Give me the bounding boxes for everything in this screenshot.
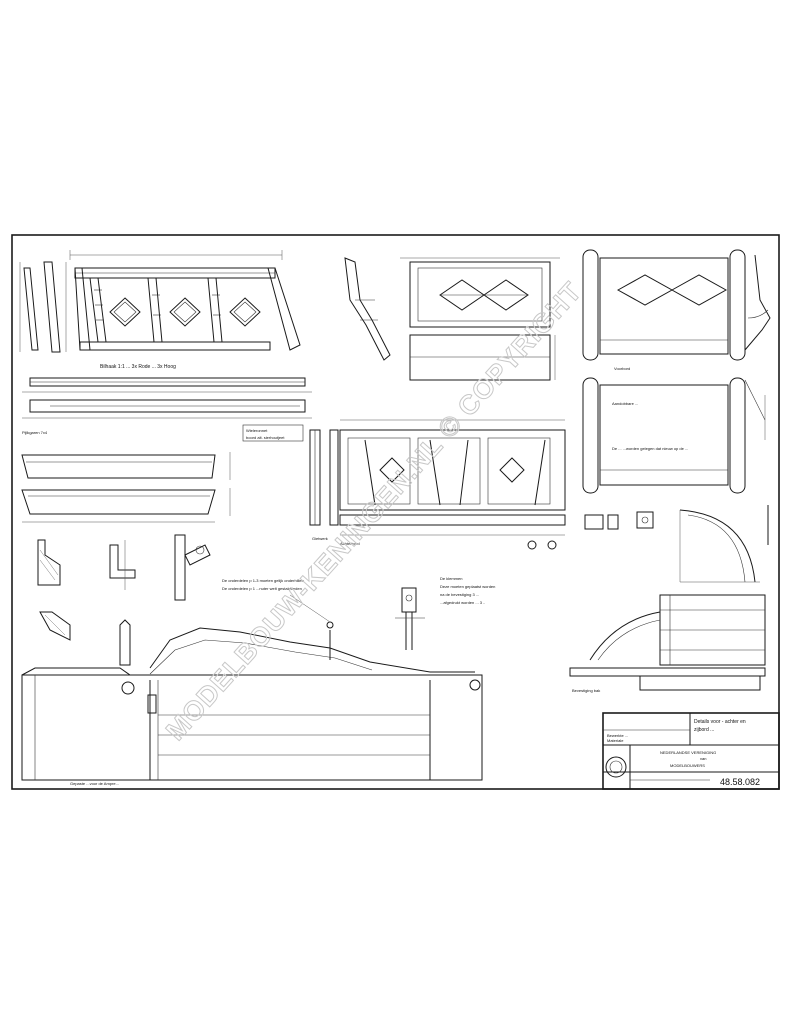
assembly-notes: De onderdelen p 1-3 moeten gelijk onderh… bbox=[222, 576, 495, 650]
note-left-2: De onderdelen p 1 ...nuter welt gestalde… bbox=[222, 586, 302, 591]
company-line-1: NEDERLANDSE VERENIGING bbox=[660, 750, 716, 755]
panel-note-2: De ... ...worden gelegen dat nieuw op de… bbox=[612, 446, 688, 451]
end-gate-back-view: Aandobbare ... De ... ...worden gelegen … bbox=[582, 377, 766, 494]
end-gate-view: Voorbord bbox=[582, 249, 771, 371]
drawing-title-2: zijbord ... bbox=[694, 727, 714, 733]
hardware-details bbox=[37, 534, 211, 641]
drawing-border bbox=[11, 234, 780, 790]
note-small-2: boord alt. sierhoutjeet bbox=[246, 435, 285, 440]
bottom-left-caption: Gepaste ...voor de Ampre... bbox=[70, 781, 119, 786]
tailboard-view: Gietwerk Achterbord bbox=[309, 419, 566, 550]
note-small-1: Wieleronnet bbox=[246, 428, 268, 433]
stand-label: Gietwerk bbox=[312, 536, 328, 541]
svg-text:Voorbord: Voorbord bbox=[614, 366, 630, 371]
society-logo bbox=[605, 756, 627, 778]
bottom-section-view: Gepaste ...voor de Ampre... bbox=[21, 619, 483, 786]
copyright-watermark: MODELBOUW-KENINGEN.NL © COPYRIGHT bbox=[160, 276, 587, 746]
company-line-3: MODELBOUWERS bbox=[670, 763, 705, 768]
note-left-1: De onderdelen p 1-3 moeten gelijk onderh… bbox=[222, 578, 304, 583]
side-label: Achterbord bbox=[340, 541, 360, 546]
note-right-3: na de bevestiging 3 ... bbox=[440, 592, 479, 597]
rack-view-caption: Bilhaak 1:1 ... 3x Rode ... 3x Hoog bbox=[100, 364, 176, 370]
mounting-detail: Bevestiging bak bbox=[569, 594, 766, 693]
company-line-2: van bbox=[700, 756, 706, 761]
drawing-title-1: Details voor - achter en bbox=[694, 719, 746, 725]
project-line-2: Materiale bbox=[607, 738, 624, 743]
note-right-1: De klemmen bbox=[440, 576, 462, 581]
rail-detail: Pijlkgaren 7x4 Wieleronnet boord alt. si… bbox=[22, 377, 312, 442]
hinge-details bbox=[584, 505, 769, 583]
note-right-4: ...afgedrukt worden ... 3 .. bbox=[440, 600, 485, 605]
rail-caption: Pijlkgaren 7x4 bbox=[22, 430, 48, 435]
rack-side-view: Bilhaak 1:1 ... 3x Rode ... 3x Hoog bbox=[19, 250, 301, 370]
title-block: Bewerkte ... Materiale Details voor - ac… bbox=[602, 712, 780, 790]
mounting-caption: Bevestiging bak bbox=[572, 688, 600, 693]
panel-note-1: Aandobbare ... bbox=[612, 401, 638, 406]
side-board-planks bbox=[21, 452, 231, 523]
project-line-1: Bewerkte ... bbox=[607, 733, 628, 738]
drawing-number: 48.58.082 bbox=[720, 777, 760, 787]
front-board-view bbox=[344, 257, 560, 381]
note-right-2: Deze moeten geplaatst worden bbox=[440, 584, 495, 589]
